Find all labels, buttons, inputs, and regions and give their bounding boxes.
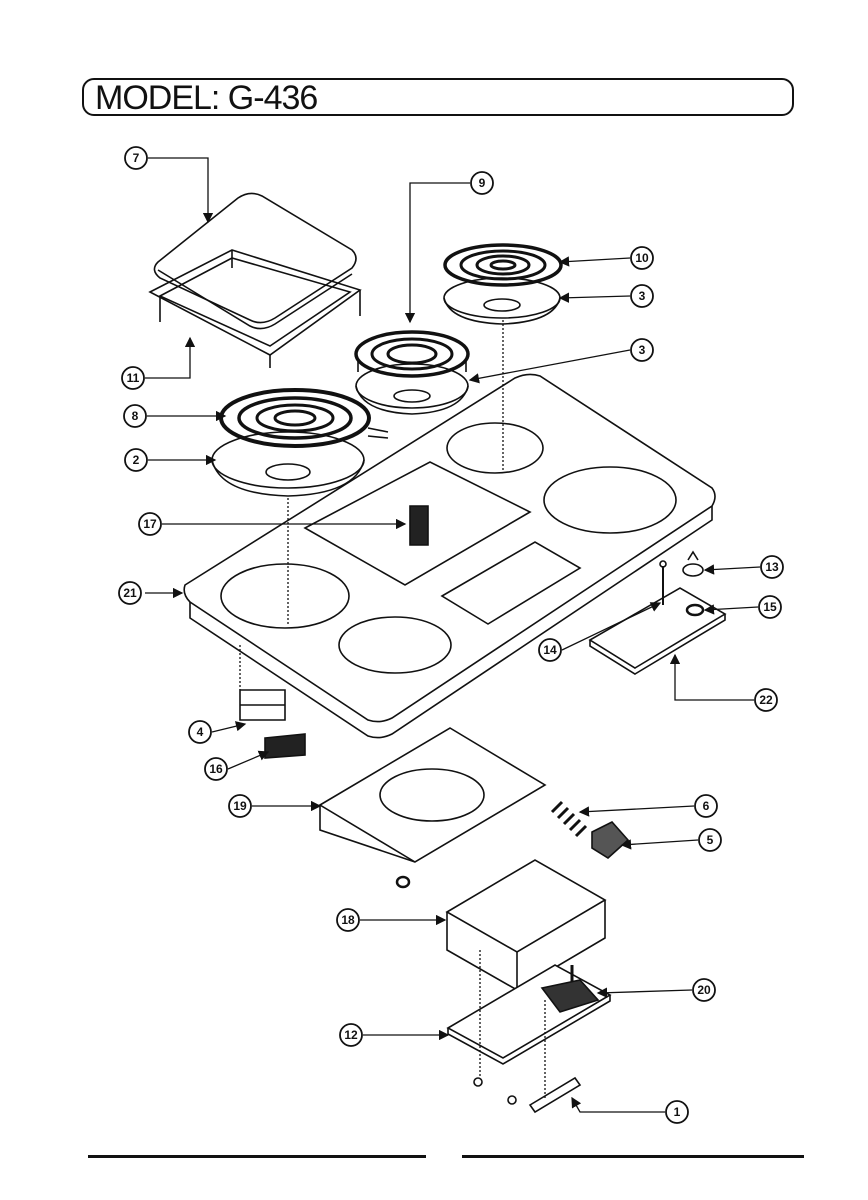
control-plate [588, 587, 727, 675]
callout-7: 7 [133, 151, 140, 165]
cover-plate [446, 964, 612, 1065]
mounting-screw [659, 560, 667, 605]
callout-3-middle: 3 [639, 343, 646, 357]
control-box [445, 859, 607, 991]
callout-1: 1 [674, 1105, 681, 1119]
callout-18: 18 [341, 913, 355, 927]
callout-5: 5 [707, 833, 714, 847]
callout-14: 14 [543, 643, 557, 657]
callout-13: 13 [765, 560, 779, 574]
spring [550, 800, 588, 838]
small-burner-coil [443, 243, 563, 287]
receptacle [591, 821, 630, 859]
callout-15: 15 [763, 600, 777, 614]
callout-21: 21 [123, 586, 137, 600]
griddle-frame [148, 249, 362, 368]
callout-9: 9 [479, 176, 486, 190]
callout-2: 2 [133, 453, 140, 467]
callout-4: 4 [197, 725, 204, 739]
mounting-nut [685, 603, 705, 617]
infinite-switch [540, 965, 600, 1013]
terminal-bracket [239, 689, 286, 721]
callout-circles [118, 146, 784, 1124]
callout-16: 16 [209, 762, 223, 776]
callout-22: 22 [759, 693, 773, 707]
callout-6: 6 [703, 799, 710, 813]
callout-3-upper: 3 [639, 289, 646, 303]
callout-12: 12 [344, 1028, 358, 1042]
main-cooktop [183, 373, 716, 739]
model-title: MODEL: G-436 [95, 79, 318, 117]
callout-10: 10 [635, 251, 649, 265]
mounting-bracket [473, 1076, 582, 1114]
medium-burner-coil [354, 330, 470, 378]
callout-17: 17 [143, 517, 157, 531]
model-title-frame [82, 78, 794, 116]
switch-knob [682, 550, 704, 577]
callout-8: 8 [132, 409, 139, 423]
footer-rule-right [462, 1155, 804, 1158]
callout-19: 19 [233, 799, 247, 813]
small-nut [395, 875, 411, 889]
support-pan [318, 727, 547, 863]
leader-lines [145, 157, 761, 1113]
callout-20: 20 [697, 983, 711, 997]
callout-11: 11 [127, 371, 140, 385]
drip-pan-middle [355, 363, 469, 415]
footer-rule-left [88, 1155, 426, 1158]
terminal-block [264, 733, 306, 759]
